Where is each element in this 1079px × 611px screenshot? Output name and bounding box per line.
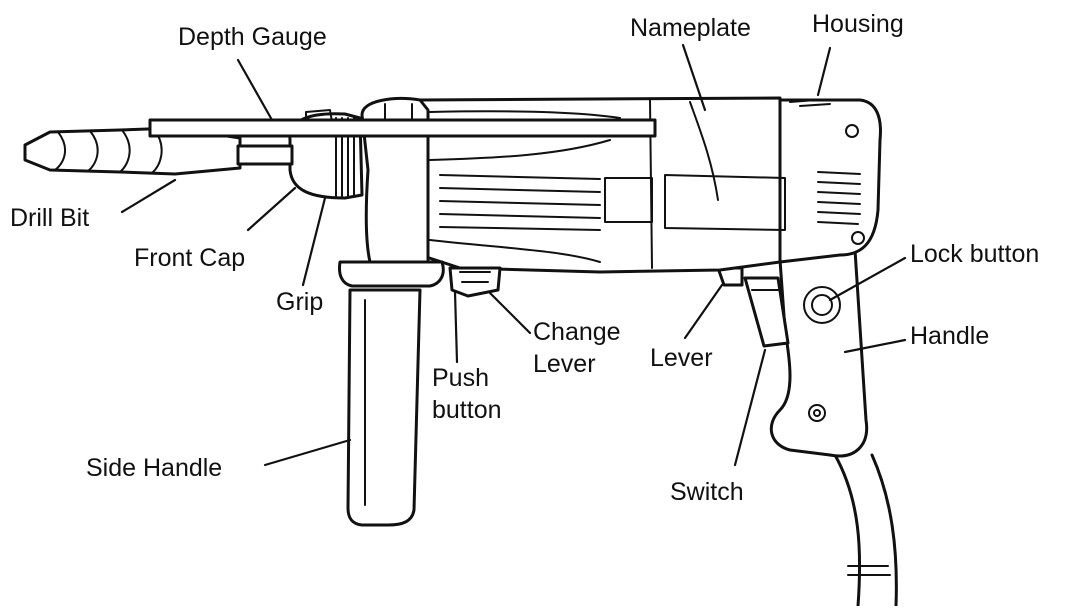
label-housing: Housing bbox=[812, 10, 904, 38]
label-front-cap: Front Cap bbox=[134, 244, 245, 272]
label-grip: Grip bbox=[276, 288, 323, 316]
label-side-handle: Side Handle bbox=[86, 454, 222, 482]
label-switch: Switch bbox=[670, 478, 744, 506]
label-drill-bit: Drill Bit bbox=[10, 204, 89, 232]
depth-gauge-rod bbox=[148, 118, 657, 138]
label-nameplate: Nameplate bbox=[630, 14, 751, 42]
power-cord bbox=[833, 453, 898, 608]
main-body bbox=[418, 96, 786, 274]
drill-bit-part bbox=[23, 126, 294, 176]
label-change-lever-line1: Change bbox=[533, 318, 621, 346]
label-change-lever-line2: Lever bbox=[533, 350, 596, 378]
label-push-button-line2: button bbox=[432, 396, 502, 424]
leader-lines bbox=[120, 43, 907, 467]
labels: Depth Gauge Nameplate Housing Drill Bit … bbox=[10, 10, 1039, 506]
label-depth-gauge: Depth Gauge bbox=[178, 23, 327, 51]
change-lever-part bbox=[448, 266, 502, 298]
label-lock-button: Lock button bbox=[910, 240, 1039, 268]
rear-housing bbox=[778, 98, 882, 264]
side-handle-part bbox=[338, 260, 445, 527]
label-handle: Handle bbox=[910, 322, 989, 350]
label-push-button-line1: Push bbox=[432, 364, 489, 392]
trigger-switch bbox=[743, 276, 790, 348]
label-lever: Lever bbox=[650, 344, 713, 372]
